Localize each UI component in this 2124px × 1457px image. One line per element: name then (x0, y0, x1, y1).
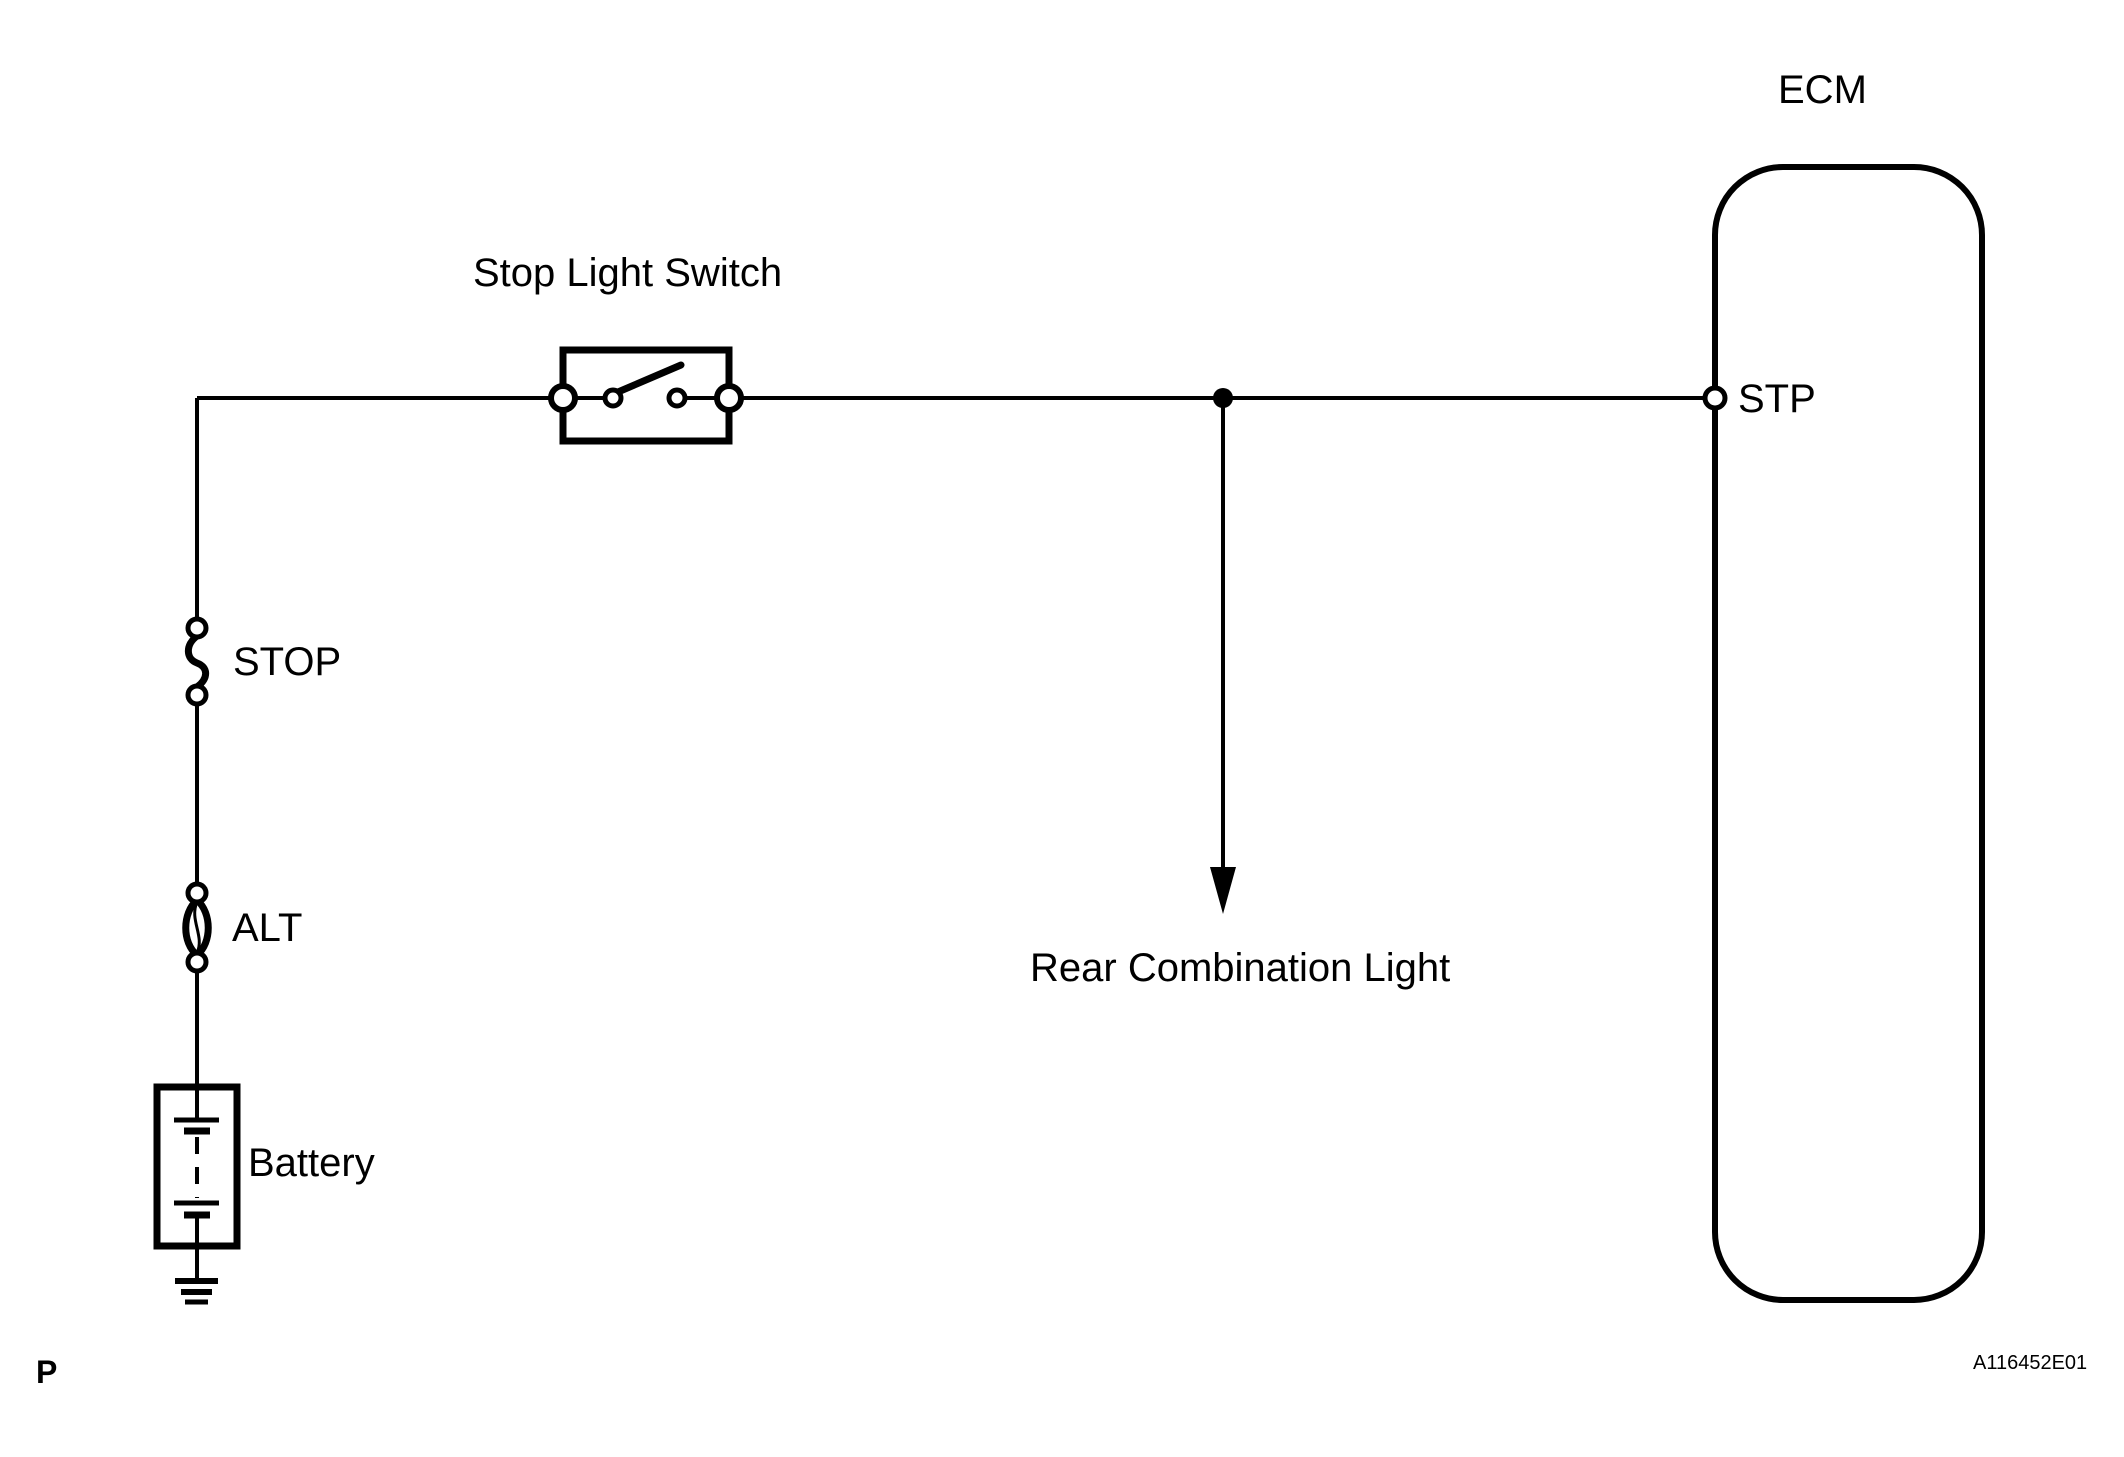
alt-terminal-top (185, 881, 209, 905)
ecm-block: STP ECM (1702, 68, 1985, 1303)
rear-combination-light-branch: Rear Combination Light (1030, 388, 1450, 990)
wires (195, 396, 1705, 1120)
battery-symbol: Battery (153, 1083, 375, 1305)
arrow-down-icon (1210, 867, 1236, 914)
rear-combination-light-label: Rear Combination Light (1030, 946, 1450, 990)
stop-light-switch-symbol: Stop Light Switch (473, 251, 782, 445)
alt-inner-curve (193, 901, 201, 954)
figure-code: A116452E01 (1973, 1352, 2087, 1374)
stp-terminal (1702, 385, 1728, 411)
fuse-terminal-bottom (185, 683, 209, 707)
stop-fuse-label: STOP (233, 640, 341, 684)
stop-fuse-icon: STOP (184, 616, 341, 707)
ecm-label: ECM (1778, 68, 1867, 112)
switch-terminal-left (548, 383, 578, 413)
stp-terminal-label: STP (1738, 377, 1816, 421)
ground-icon (175, 1278, 218, 1305)
fuse-s-curve (184, 632, 210, 691)
page-marker: P (36, 1354, 57, 1390)
switch-box (559, 346, 733, 445)
battery-label: Battery (248, 1141, 375, 1185)
alt-terminal-bottom (185, 950, 209, 974)
switch-blade (614, 361, 685, 396)
alt-label: ALT (232, 906, 302, 950)
ecm-box (1712, 164, 1985, 1303)
switch-contact-left (602, 387, 624, 409)
fuse-terminal-top (185, 616, 209, 640)
switch-contact-right (666, 387, 688, 409)
switch-terminal-right (714, 383, 744, 413)
stop-light-switch-label: Stop Light Switch (473, 251, 782, 295)
alt-fusible-link-icon: ALT (182, 881, 302, 974)
